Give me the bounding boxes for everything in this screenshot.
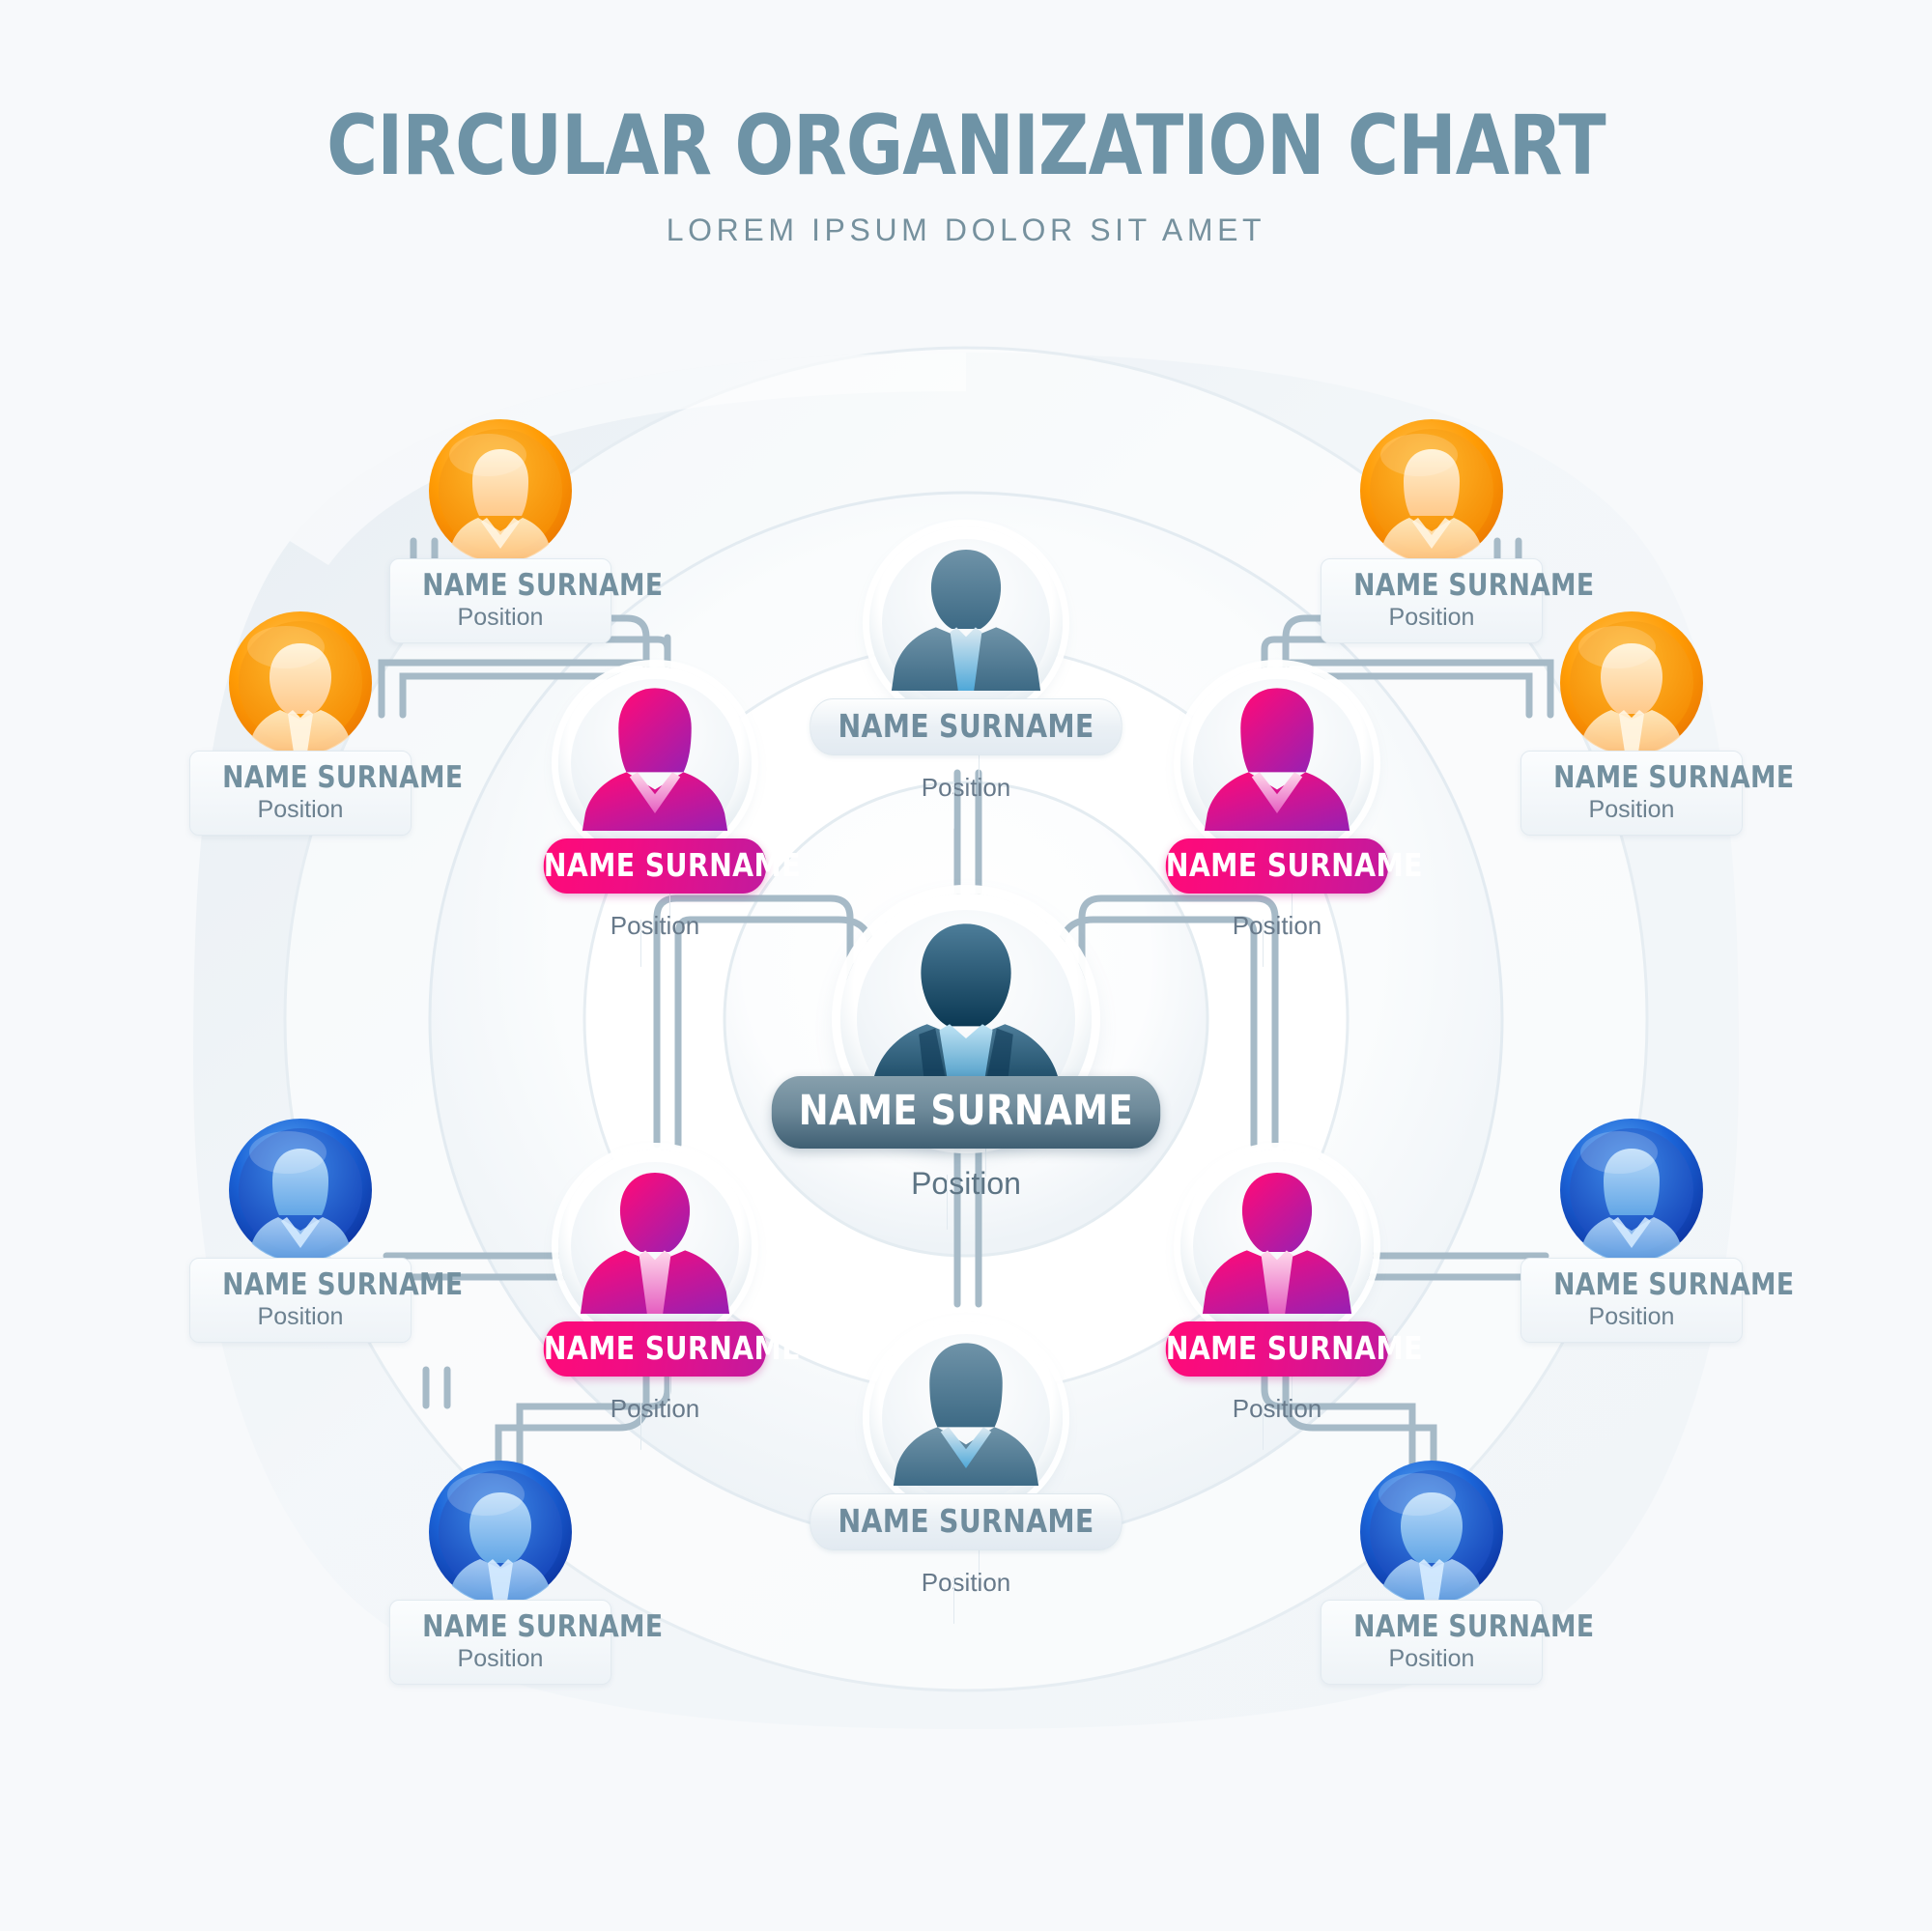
member-name: NAME SURNAME bbox=[1553, 1267, 1795, 1302]
coin-orange-male-icon bbox=[1560, 611, 1703, 755]
label-coin-blue-right[interactable]: NAME SURNAME Position bbox=[1520, 1258, 1795, 1343]
member-position: Position bbox=[457, 604, 544, 631]
label-coin-orange-left[interactable]: NAME SURNAME Position bbox=[189, 751, 464, 836]
node-pink-bottomright-avatar[interactable] bbox=[1180, 1150, 1374, 1343]
ceo-name: NAME SURNAME bbox=[771, 1076, 1161, 1149]
label-ceo[interactable]: NAME SURNAME Position bbox=[740, 1076, 1192, 1230]
member-name: NAME SURNAME bbox=[1553, 760, 1795, 795]
ceo-position: Position bbox=[911, 1166, 1021, 1201]
node-grey-bottom-avatar[interactable] bbox=[869, 1321, 1063, 1515]
label-grey-bottom[interactable]: NAME SURNAME Position bbox=[784, 1493, 1148, 1624]
member-position: Position bbox=[1232, 911, 1322, 940]
member-name: NAME SURNAME bbox=[810, 1493, 1122, 1550]
label-coin-blue-left[interactable]: NAME SURNAME Position bbox=[189, 1258, 464, 1343]
node-coin-orange-topright-avatar[interactable] bbox=[1359, 418, 1504, 563]
page-title: CIRCULAR ORGANIZATION CHART bbox=[327, 98, 1606, 194]
member-name: NAME SURNAME bbox=[543, 1321, 800, 1377]
node-pink-topleft-avatar[interactable] bbox=[558, 667, 752, 860]
label-grey-top[interactable]: NAME SURNAME Position bbox=[784, 698, 1148, 829]
person-male-icon bbox=[891, 550, 1041, 691]
member-position: Position bbox=[610, 1394, 700, 1423]
member-name: NAME SURNAME bbox=[810, 698, 1122, 755]
coin-blue-male-icon bbox=[1360, 1461, 1503, 1604]
member-name: NAME SURNAME bbox=[222, 1267, 464, 1302]
person-male-icon bbox=[580, 1173, 730, 1314]
member-position: Position bbox=[1388, 1645, 1475, 1672]
member-position: Position bbox=[610, 911, 700, 940]
member-position: Position bbox=[1232, 1394, 1322, 1423]
node-coin-blue-bottomright-avatar[interactable] bbox=[1359, 1460, 1504, 1604]
label-pink-topleft[interactable]: NAME SURNAME Position bbox=[526, 838, 800, 967]
node-coin-orange-right-avatar[interactable] bbox=[1559, 611, 1704, 755]
member-position: Position bbox=[257, 796, 344, 823]
coin-blue-female-icon bbox=[229, 1119, 372, 1263]
node-grey-top-avatar[interactable] bbox=[869, 526, 1063, 720]
label-coin-orange-topright[interactable]: NAME SURNAME Position bbox=[1321, 558, 1595, 643]
node-coin-blue-right-avatar[interactable] bbox=[1559, 1118, 1704, 1263]
member-name: NAME SURNAME bbox=[1353, 1609, 1595, 1644]
label-coin-blue-bottomleft[interactable]: NAME SURNAME Position bbox=[389, 1600, 664, 1685]
person-female-icon bbox=[1204, 688, 1350, 831]
coin-blue-male-icon bbox=[429, 1461, 572, 1604]
label-coin-orange-topleft[interactable]: NAME SURNAME Position bbox=[389, 558, 664, 643]
node-pink-topright-avatar[interactable] bbox=[1180, 667, 1374, 860]
coin-blue-female-icon bbox=[1560, 1119, 1703, 1263]
coin-orange-female-icon bbox=[429, 419, 572, 563]
member-position: Position bbox=[921, 1568, 1011, 1597]
member-name: NAME SURNAME bbox=[422, 1609, 664, 1644]
member-name: NAME SURNAME bbox=[222, 760, 464, 795]
person-female-icon bbox=[893, 1343, 1039, 1486]
member-position: Position bbox=[457, 1645, 544, 1672]
person-female-icon bbox=[582, 688, 728, 831]
member-position: Position bbox=[257, 1303, 344, 1330]
node-coin-orange-left-avatar[interactable] bbox=[228, 611, 373, 755]
label-pink-bottomright[interactable]: NAME SURNAME Position bbox=[1148, 1321, 1422, 1450]
person-male-icon bbox=[1202, 1173, 1352, 1314]
label-coin-orange-right[interactable]: NAME SURNAME Position bbox=[1520, 751, 1795, 836]
member-position: Position bbox=[1588, 796, 1675, 823]
coin-orange-female-icon bbox=[1360, 419, 1503, 563]
label-pink-topright[interactable]: NAME SURNAME Position bbox=[1148, 838, 1422, 967]
member-position: Position bbox=[1588, 1303, 1675, 1330]
member-position: Position bbox=[1388, 604, 1475, 631]
member-name: NAME SURNAME bbox=[1165, 1321, 1422, 1377]
chart-header: CIRCULAR ORGANIZATION CHART LOREM IPSUM … bbox=[0, 0, 1932, 248]
member-name: NAME SURNAME bbox=[1165, 838, 1422, 894]
member-position: Position bbox=[921, 773, 1011, 802]
member-name: NAME SURNAME bbox=[422, 568, 664, 603]
node-pink-bottomleft-avatar[interactable] bbox=[558, 1150, 752, 1343]
node-coin-orange-topleft-avatar[interactable] bbox=[428, 418, 573, 563]
member-name: NAME SURNAME bbox=[543, 838, 800, 894]
label-coin-blue-bottomright[interactable]: NAME SURNAME Position bbox=[1321, 1600, 1595, 1685]
page-subtitle: LOREM IPSUM DOLOR SIT AMET bbox=[666, 213, 1266, 247]
member-name: NAME SURNAME bbox=[1353, 568, 1595, 603]
node-coin-blue-bottomleft-avatar[interactable] bbox=[428, 1460, 573, 1604]
label-pink-bottomleft[interactable]: NAME SURNAME Position bbox=[526, 1321, 800, 1450]
coin-orange-male-icon bbox=[229, 611, 372, 755]
node-coin-blue-left-avatar[interactable] bbox=[228, 1118, 373, 1263]
